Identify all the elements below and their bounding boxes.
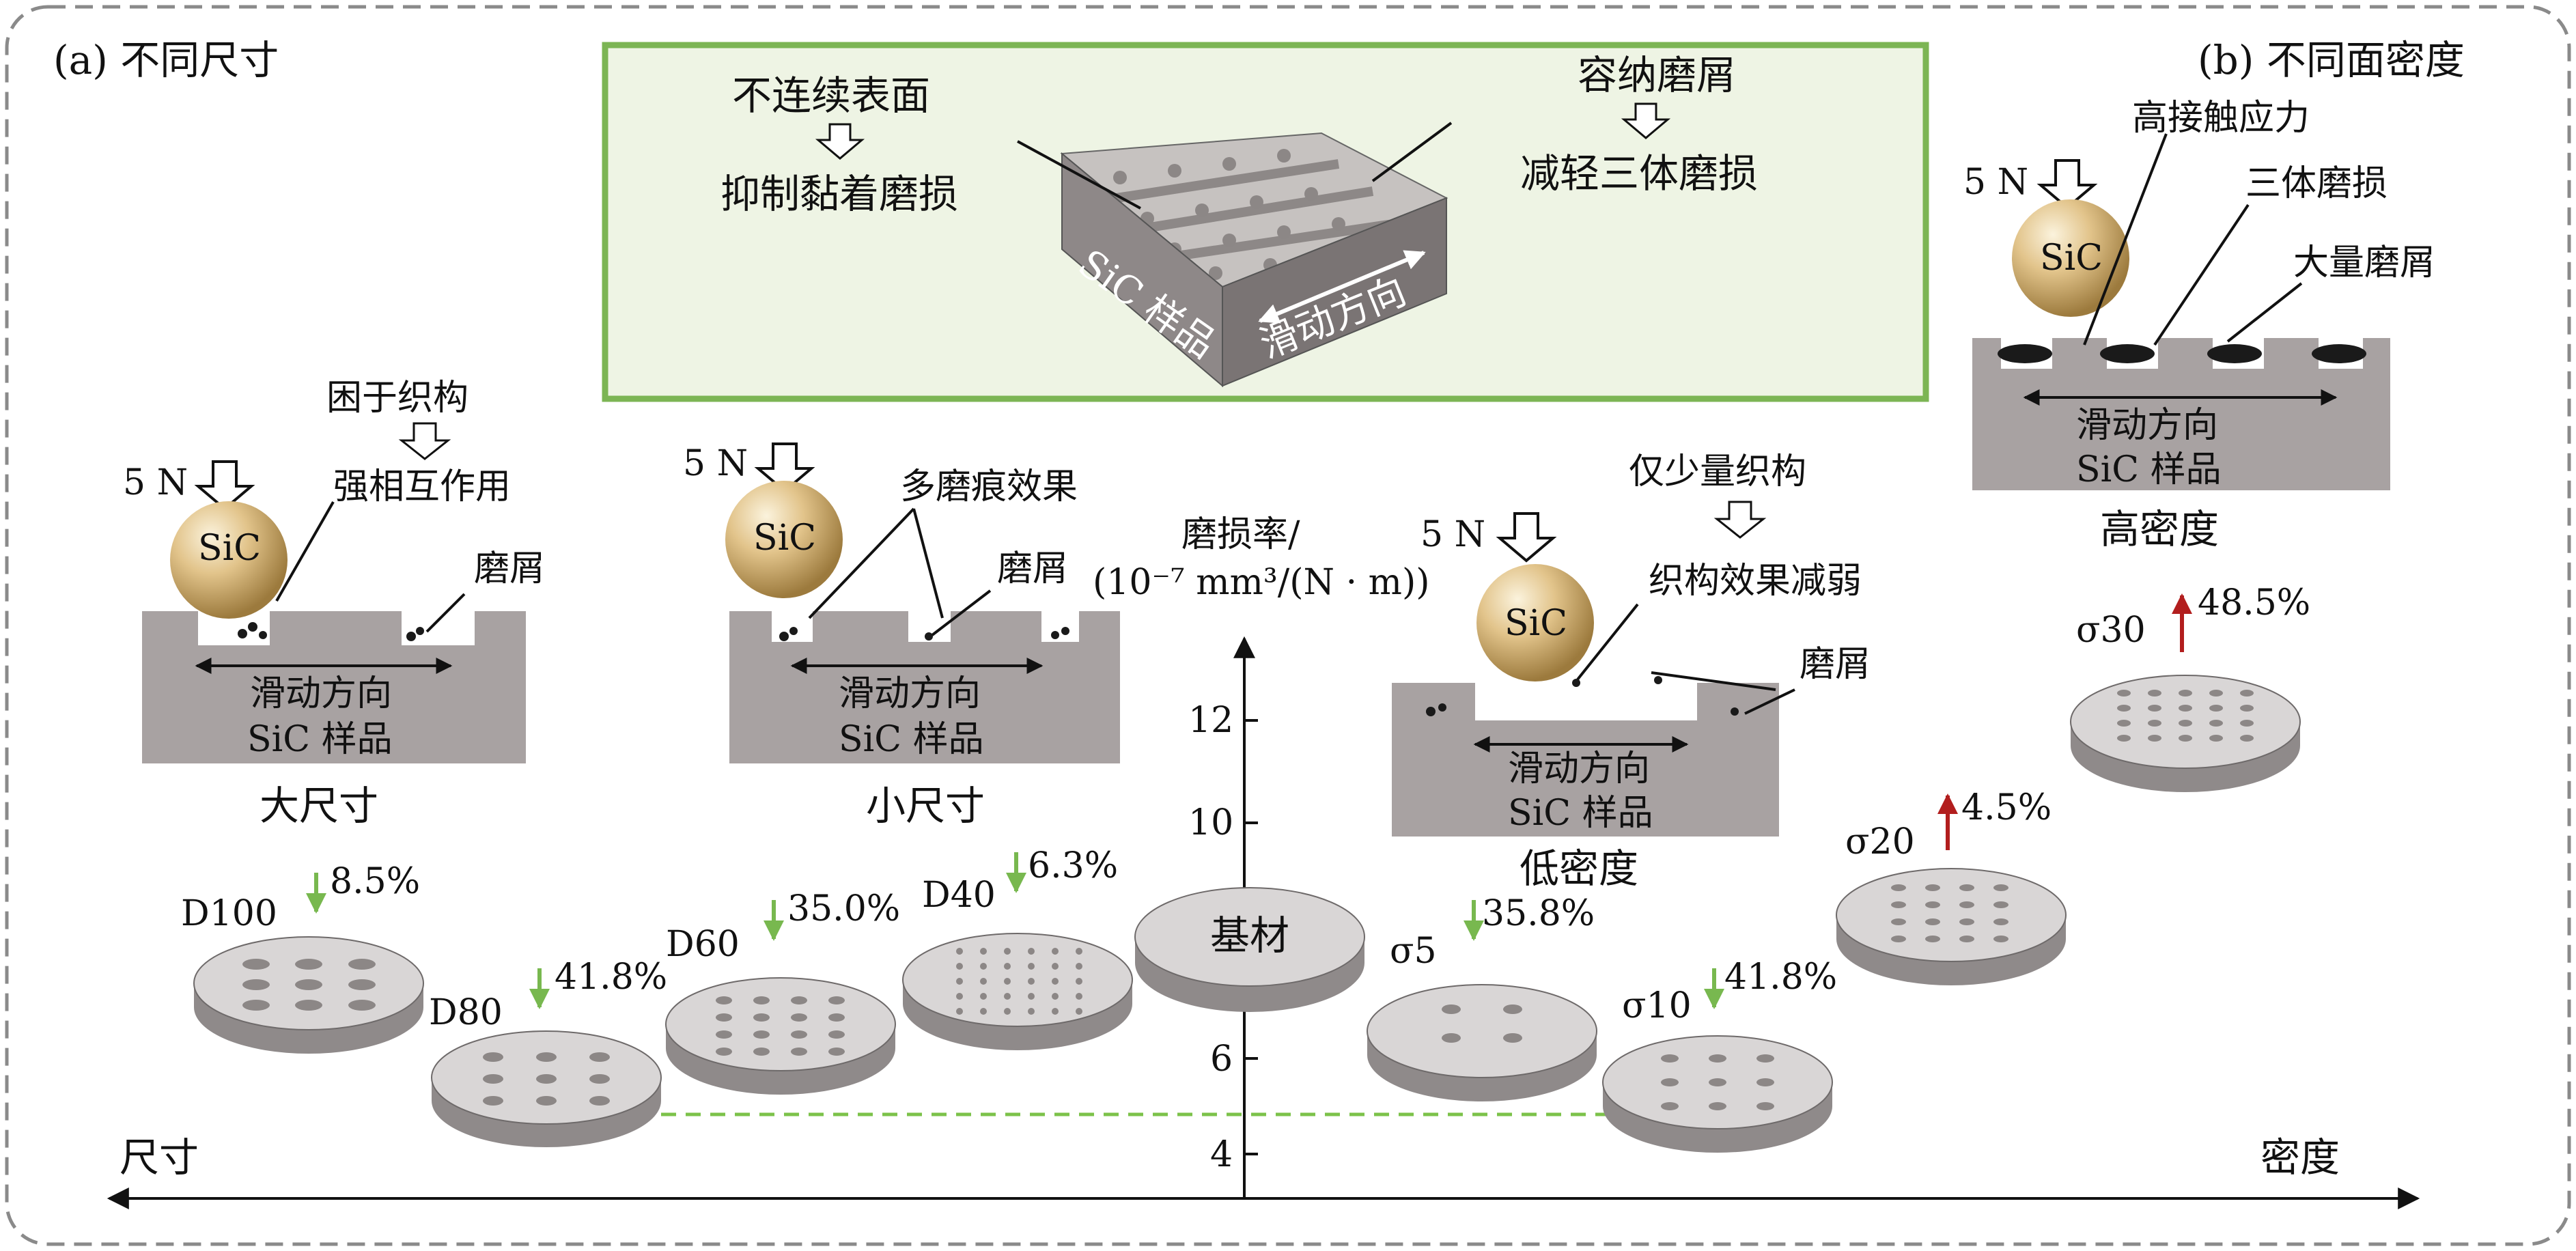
textured-sic-block: SiC 样品 滑动方向	[1017, 122, 1453, 388]
d100-change: 8.5%	[330, 861, 420, 902]
small-sic-ball	[725, 481, 843, 598]
high-note-three-body: 三体磨损	[2245, 163, 2388, 204]
large-sample-label: SiC 样品	[247, 719, 393, 760]
high-ball-label: SiC	[2040, 238, 2103, 279]
panel-b-title: (b) 不同面密度	[2198, 37, 2465, 83]
low-debris-label: 磨屑	[1800, 644, 1871, 685]
sample-disk-d80: D80 41.8%	[429, 957, 667, 1147]
low-ball-label: SiC	[1504, 603, 1567, 644]
d100-name: D100	[181, 893, 277, 934]
low-caption: 低密度	[1520, 845, 1638, 892]
axis-density-label: 密度	[2260, 1134, 2340, 1181]
high-load-label: 5 N	[1963, 162, 2028, 203]
inset-accommodate-debris: 容纳磨屑	[1578, 52, 1736, 98]
d80-change: 41.8%	[555, 957, 667, 998]
sigma30-name: σ30	[2076, 610, 2146, 651]
large-note-bottom: 强相互作用	[333, 466, 511, 507]
sample-disk-sigma20: σ20 4.5%	[1836, 787, 2067, 985]
d60-change: 35.0%	[787, 888, 900, 929]
high-note-contact-stress: 高接触应力	[2132, 98, 2310, 139]
large-debris-label: 磨屑	[474, 548, 545, 589]
large-sample-block	[142, 611, 526, 763]
axis-tick-10: 10	[1188, 802, 1233, 843]
axis-tick-6: 6	[1210, 1039, 1233, 1080]
axis-title-line2: (10⁻⁷ mm³/(N · m))	[1093, 562, 1430, 603]
low-sample-label: SiC 样品	[1508, 793, 1653, 834]
d40-change: 6.3%	[1028, 845, 1118, 886]
sample-disk-d100: D100 8.5%	[181, 861, 424, 1054]
sigma10-name: σ10	[1622, 985, 1692, 1026]
low-note-top: 仅少量织构	[1629, 451, 1806, 492]
small-caption: 小尺寸	[866, 783, 985, 829]
small-sample-label: SiC 样品	[839, 719, 984, 760]
large-ball-label: SiC	[198, 528, 261, 569]
small-ball-label: SiC	[753, 518, 816, 559]
large-caption: 大尺寸	[260, 783, 378, 829]
sample-disk-d60: D60 35.0%	[665, 888, 900, 1095]
small-direction-label: 滑动方向	[839, 673, 981, 714]
axis-tick-4: 4	[1210, 1134, 1233, 1175]
axis-tick-12: 12	[1188, 700, 1233, 741]
high-sic-ball	[2012, 199, 2129, 317]
low-sic-ball	[1476, 564, 1594, 681]
sigma10-change: 41.8%	[1724, 957, 1837, 998]
small-note: 多磨痕效果	[900, 466, 1078, 507]
inset-suppress-adhesive-wear: 抑制黏着磨损	[720, 171, 958, 217]
panel-a-title: (a) 不同尺寸	[53, 37, 279, 83]
inset-reduce-three-body-wear: 减轻三体磨损	[1520, 150, 1758, 197]
large-direction-label: 滑动方向	[250, 673, 392, 714]
low-note-bottom: 织构效果减弱	[1649, 561, 1862, 602]
axis-title-line1: 磨损率/	[1181, 514, 1300, 555]
d80-name: D80	[429, 992, 503, 1033]
low-load-label: 5 N	[1420, 514, 1485, 555]
sigma20-change: 4.5%	[1961, 787, 2052, 828]
schematic-large-size: 5 N 困于织构 强相互作用 磨屑 SiC 滑动方向 SiC 样品 大尺寸	[123, 378, 545, 829]
sample-disk-sigma5: σ5 35.8%	[1367, 893, 1597, 1101]
small-sample-block	[729, 611, 1120, 763]
high-note-heavy-debris: 大量磨屑	[2293, 242, 2435, 283]
high-direction-label: 滑动方向	[2076, 405, 2218, 446]
inset-discontinuous-surface: 不连续表面	[732, 72, 930, 119]
large-sic-ball	[170, 501, 288, 619]
schematic-small-size: 5 N 多磨痕效果 磨屑 SiC 滑动方向 SiC 样品 小尺寸	[683, 442, 1120, 829]
axis-size-label: 尺寸	[120, 1134, 199, 1181]
small-debris-label: 磨屑	[997, 548, 1068, 589]
large-load-label: 5 N	[123, 462, 188, 503]
sample-disk-sigma30: σ30 48.5%	[2070, 582, 2310, 792]
sample-disk-sigma10: σ10 41.8%	[1602, 957, 1837, 1153]
surface-texture-inset: SiC 样品 滑动方向 不连续表面 抑制黏着磨损 容纳磨屑 减轻三体磨损	[602, 42, 1929, 402]
base-disk: 基材	[1134, 887, 1365, 1012]
large-note-top: 困于织构	[326, 378, 468, 419]
base-disk-label: 基材	[1210, 912, 1289, 959]
high-sample-label: SiC 样品	[2076, 449, 2222, 490]
sample-disk-d40: D40 6.3%	[902, 845, 1133, 1050]
high-sample-block	[1972, 338, 2390, 490]
low-direction-label: 滑动方向	[1508, 748, 1650, 789]
sigma5-change: 35.8%	[1482, 893, 1595, 934]
sigma30-change: 48.5%	[2198, 582, 2310, 623]
wear-rate-axis: 磨损率/ (10⁻⁷ mm³/(N · m)) 4 6 10 12	[1093, 514, 1430, 1198]
sigma20-name: σ20	[1845, 821, 1915, 862]
d60-name: D60	[666, 924, 740, 965]
sigma5-name: σ5	[1390, 931, 1437, 972]
schematic-high-density: 5 N 高接触应力 三体磨损 大量磨屑 SiC 滑动方向 SiC 样品 高密度	[1963, 98, 2435, 552]
small-load-label: 5 N	[683, 443, 748, 484]
high-caption: 高密度	[2100, 506, 2219, 552]
figure-frame	[5, 5, 2571, 1246]
schematic-low-density: 5 N 仅少量织构 织构效果减弱 磨屑 SiC 滑动方向 SiC 样品 低密度	[1392, 451, 1871, 892]
d40-name: D40	[922, 875, 996, 916]
